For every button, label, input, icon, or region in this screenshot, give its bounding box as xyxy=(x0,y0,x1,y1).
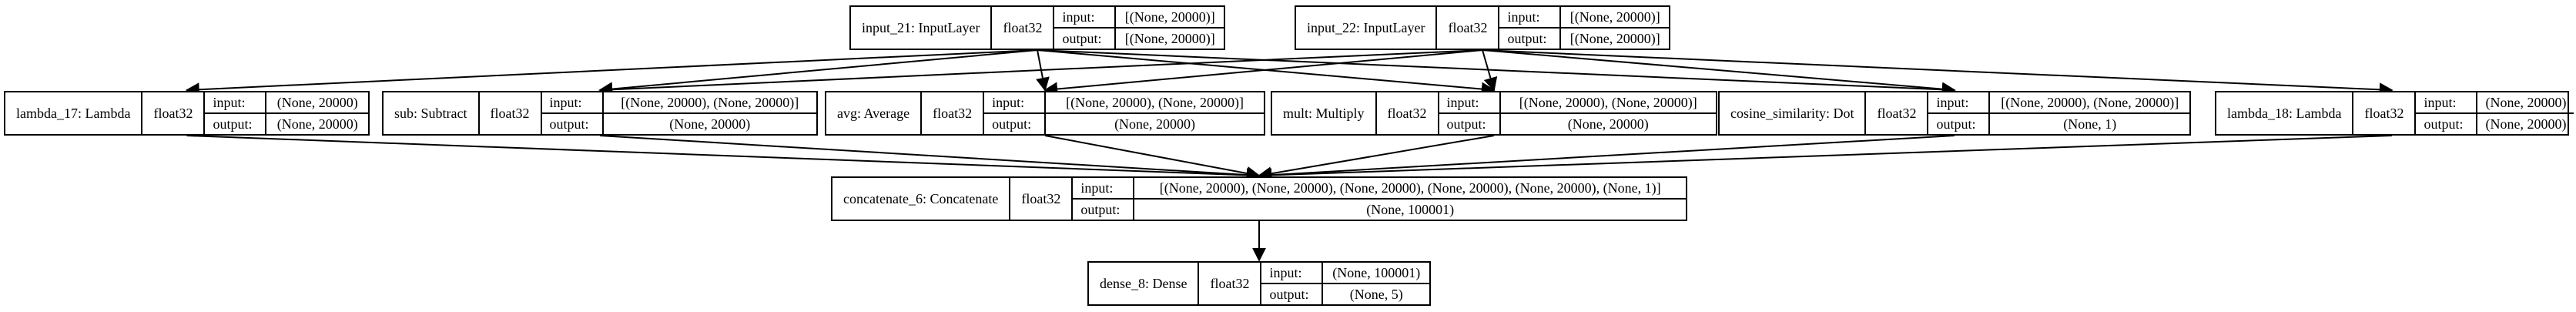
output-label: output: xyxy=(2416,114,2478,134)
output-label: output: xyxy=(542,114,604,134)
node-name: dense_8: Dense xyxy=(1089,263,1200,304)
edge-sub-to-concat xyxy=(599,135,1261,183)
output-label: output: xyxy=(1928,114,1991,134)
node-input21: input_21: InputLayer float32 input: [(Non… xyxy=(849,5,1225,50)
node-lambda18: lambda_18: Lambda float32 input: (None, 2… xyxy=(2215,91,2574,136)
output-shape: (None, 20000) xyxy=(669,116,751,132)
input-label: input: xyxy=(1499,7,1562,27)
edge-input22-to-lambda18 xyxy=(1482,49,2393,97)
edge-input22-to-cosine xyxy=(1482,49,1956,96)
edge-input21-to-sub xyxy=(598,49,1038,96)
node-cosine: cosine_similarity: Dot float32 input: [(N… xyxy=(1718,91,2191,136)
node-name: lambda_17: Lambda xyxy=(5,92,143,134)
output-shape: [(None, 20000)] xyxy=(1569,30,1660,46)
node-dtype: float32 xyxy=(142,92,206,134)
input-shape: [(None, 20000), (None, 20000)] xyxy=(1519,94,1697,110)
output-shape: (None, 20000) xyxy=(1114,116,1196,132)
edge-mult-to-concat xyxy=(1258,135,1495,181)
node-name: mult: Multiply xyxy=(1272,92,1377,134)
output-label: output: xyxy=(1054,29,1117,49)
node-lambda17: lambda_17: Lambda float32 input: (None, 2… xyxy=(4,91,370,136)
output-label: output: xyxy=(205,114,267,134)
edge-input21-to-cosine xyxy=(1037,49,1956,97)
input-shape: (None, 20000) xyxy=(276,94,358,110)
input-label: input: xyxy=(205,92,267,112)
edge-cosine-to-concat xyxy=(1258,135,1955,183)
input-shape: [(None, 20000), (None, 20000)] xyxy=(621,94,799,110)
input-shape: [(None, 20000)] xyxy=(1124,8,1215,25)
output-label: output: xyxy=(1073,200,1135,220)
edge-input21-to-lambda17 xyxy=(185,49,1038,97)
node-dtype: float32 xyxy=(922,92,985,134)
node-dense: dense_8: Dense float32 input: (None, 1000… xyxy=(1087,261,1431,306)
output-label: output: xyxy=(1439,114,1501,134)
edge-lambda17-to-concat xyxy=(186,135,1261,183)
node-name: input_21: InputLayer xyxy=(851,7,993,49)
edge-input22-to-sub xyxy=(598,49,1483,97)
edge-lambda18-to-concat xyxy=(1258,135,2393,183)
input-shape: (None, 20000) xyxy=(2485,94,2567,110)
node-dtype: float32 xyxy=(2353,92,2417,134)
node-dtype: float32 xyxy=(1377,92,1439,134)
input-label: input: xyxy=(2416,92,2478,112)
node-name: lambda_18: Lambda xyxy=(2216,92,2354,134)
node-sub: sub: Subtract float32 input: [(None, 2000… xyxy=(382,91,818,136)
input-shape: [(None, 20000), (None, 20000)] xyxy=(1066,94,1244,110)
output-shape: (None, 20000) xyxy=(1567,116,1649,132)
input-label: input: xyxy=(1054,7,1117,27)
input-label: input: xyxy=(1928,92,1991,112)
node-name: concatenate_6: Concatenate xyxy=(832,178,1011,220)
node-input22: input_22: InputLayer float32 input: [(Non… xyxy=(1295,5,1670,50)
input-label: input: xyxy=(1439,92,1501,112)
output-shape: [(None, 20000)] xyxy=(1124,30,1215,46)
input-shape: [(None, 20000), (None, 20000)] xyxy=(2001,94,2179,110)
node-name: avg: Average xyxy=(826,92,923,134)
input-label: input: xyxy=(1261,263,1324,283)
input-label: input: xyxy=(1073,178,1135,198)
output-label: output: xyxy=(1499,29,1562,49)
input-label: input: xyxy=(984,92,1047,112)
input-shape: [(None, 20000), (None, 20000), (None, 20… xyxy=(1159,179,1661,196)
node-avg: avg: Average float32 input: [(None, 20000… xyxy=(825,91,1265,136)
output-shape: (None, 20000) xyxy=(276,116,358,132)
node-dtype: float32 xyxy=(1199,263,1262,304)
node-concat: concatenate_6: Concatenate float32 input… xyxy=(831,176,1687,221)
edge-input22-to-avg xyxy=(1043,49,1483,96)
node-mult: mult: Multiply float32 input: [(None, 200… xyxy=(1271,91,1717,136)
node-dtype: float32 xyxy=(480,92,542,134)
node-name: cosine_similarity: Dot xyxy=(1720,92,1867,134)
output-shape: (None, 5) xyxy=(1349,286,1403,302)
node-dtype: float32 xyxy=(992,7,1055,49)
node-dtype: float32 xyxy=(1866,92,1929,134)
output-label: output: xyxy=(1261,284,1324,304)
node-name: sub: Subtract xyxy=(384,92,480,134)
node-dtype: float32 xyxy=(1010,178,1074,220)
output-shape: (None, 1) xyxy=(2063,116,2117,132)
node-name: input_22: InputLayer xyxy=(1296,7,1438,49)
input-shape: (None, 100001) xyxy=(1332,264,1421,280)
input-label: input: xyxy=(542,92,604,112)
edge-avg-to-concat xyxy=(1044,135,1261,180)
node-dtype: float32 xyxy=(1437,7,1500,49)
output-label: output: xyxy=(984,114,1047,134)
edge-input22-to-mult xyxy=(1482,49,1498,92)
output-shape: (None, 100001) xyxy=(1366,201,1455,217)
input-shape: [(None, 20000)] xyxy=(1569,8,1660,25)
output-shape: (None, 20000) xyxy=(2485,116,2567,132)
